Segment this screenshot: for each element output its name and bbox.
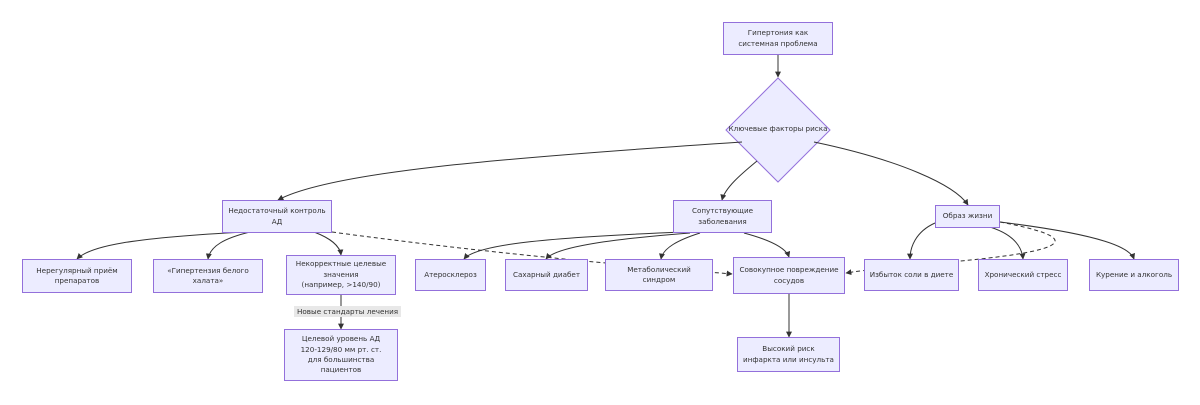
node-comorbidities: Сопутствующие заболевания [673,200,772,233]
edge-control-wrongtargets [313,231,344,256]
edge-lifestyle-vascular [845,221,1056,276]
node-hypertension: Гипертония как системная проблема [723,22,833,55]
edge-keyfactors-control [277,141,743,201]
edge-lifestyle-stress [989,226,1026,260]
node-atherosclerosis: Атеросклероз [415,259,486,291]
node-metabolic: Метаболический синдром [605,259,713,291]
node-insufficient-control: Недостаточный контроль АД [222,200,332,233]
edge-lifestyle-smoking [999,221,1135,260]
node-white-coat: «Гипертензия белого халата» [153,259,263,293]
key-factors-diamond [725,77,831,183]
edge-comorbid-metabolic [659,232,701,260]
node-key-factors-label: Ключевые факторы риска [728,124,828,133]
edge-keyfactors-comorbid [720,160,758,201]
node-wrong-targets: Некорректные целевые значения (например,… [286,255,396,295]
node-stress: Хронический стресс [978,259,1068,291]
node-salt: Избыток соли в диете [864,259,959,291]
edge-comorbid-atherosclerosis [463,231,685,260]
node-smoking: Курение и алкоголь [1089,259,1179,291]
node-high-risk: Высокий риск инфаркта или инсульта [737,337,840,372]
node-diabetes: Сахарный диабет [505,259,588,291]
edge-label-new-standards: Новые стандарты лечения [294,306,402,317]
node-lifestyle: Образ жизни [935,205,1000,228]
edge-control-whitecoat [205,231,251,260]
edge-control-irregular [76,231,246,260]
node-vascular-damage: Совокупное повреждение сосудов [733,257,845,294]
node-irregular-intake: Нерегулярный приём препаратов [22,259,132,293]
edge-lifestyle-salt [907,222,936,260]
node-target-level: Целевой уровень АД 120-129/80 мм рт. ст.… [284,329,398,381]
edge-comorbid-diabetes [545,232,691,260]
edge-keyfactors-lifestyle [813,141,969,206]
edge-comorbid-vascular [743,232,791,258]
